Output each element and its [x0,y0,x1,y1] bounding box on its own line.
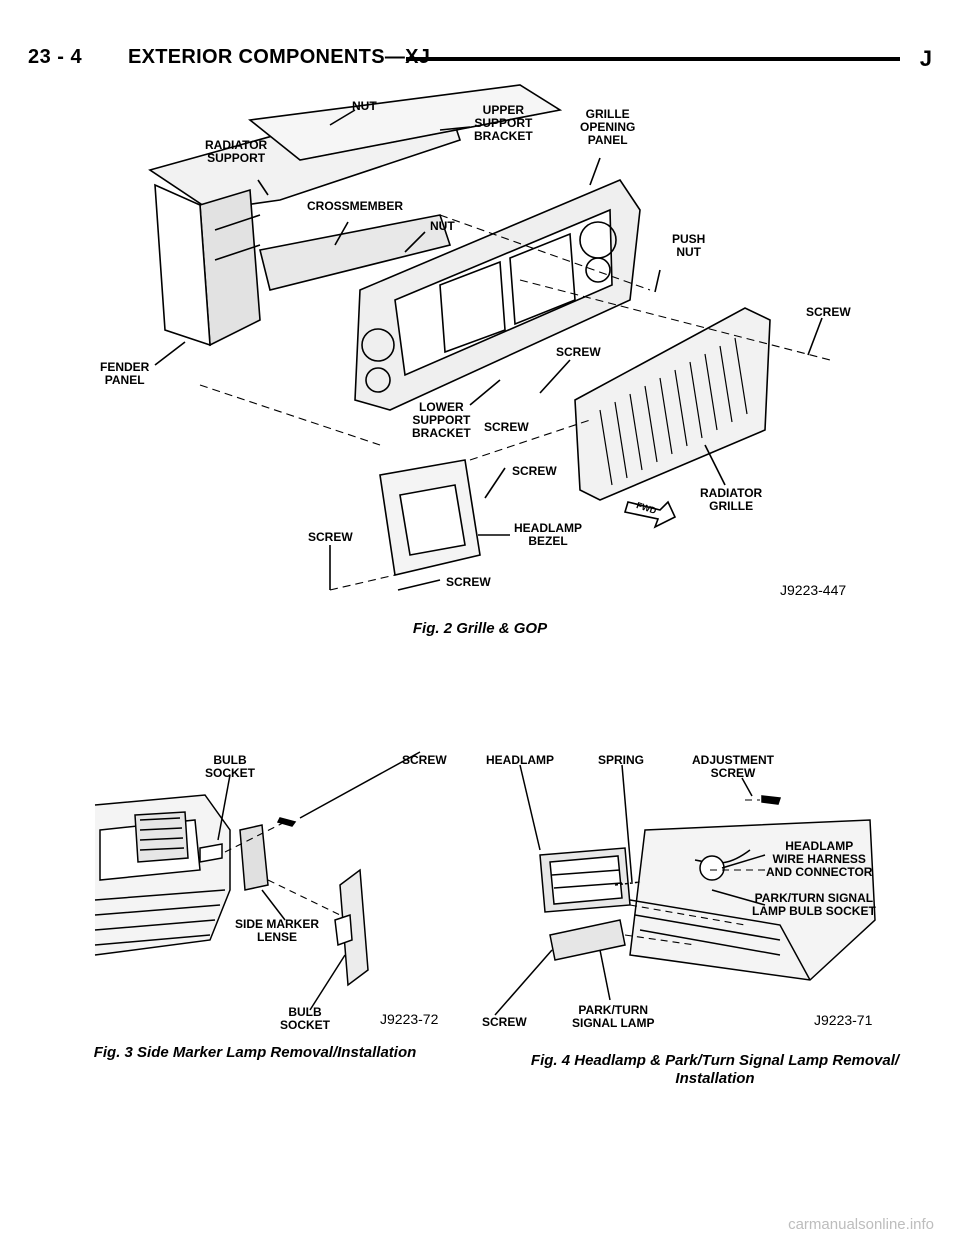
headlamp-illustration [494,764,876,1016]
label-headlamp-bezel: HEADLAMP BEZEL [514,521,582,548]
label-bulb-socket-top: BULB SOCKET [205,753,256,780]
page-header: 23 - 4 EXTERIOR COMPONENTS—XJ J [28,44,932,74]
side-marker-illustration [94,751,421,1011]
label-crossmember: CROSSMEMBER [307,199,404,213]
label-screw-bezel: SCREW [512,464,557,478]
figure-caption: Fig. 4 Headlamp & Park/Turn Signal Lamp … [530,1052,900,1087]
label-park-turn-bulb-socket: PARK/TURN SIGNAL LAMP BULB SOCKET [752,891,876,918]
page-number: 23 - 4 [28,46,83,68]
label-grille-opening-panel: GRILLE OPENING PANEL [580,107,636,147]
label-screw: SCREW [402,753,447,767]
label-upper-support-bracket: UPPER SUPPORT BRACKET [474,103,533,143]
label-screw-lower: SCREW [484,420,529,434]
grille-gop-illustration [148,84,831,591]
label-screw-bottom: SCREW [446,575,491,589]
label-side-marker-lense: SIDE MARKER LENSE [235,917,320,944]
header-rule [406,57,900,61]
label-headlamp-wire-harness: HEADLAMP WIRE HARNESS AND CONNECTOR [766,839,873,879]
figure-code: J9223-71 [814,1012,873,1028]
label-radiator-grille: RADIATOR GRILLE [700,486,763,513]
section-title: EXTERIOR COMPONENTS—XJ [128,46,431,68]
label-park-turn-signal-lamp: PARK/TURN SIGNAL LAMP [572,1003,655,1030]
label-nut-top: NUT [352,99,377,113]
figure-code: J9223-447 [780,582,847,598]
label-screw-right: SCREW [806,305,851,319]
figure-caption: Fig. 3 Side Marker Lamp Removal/Installa… [93,1044,417,1061]
label-headlamp: HEADLAMP [486,753,554,767]
figure-headlamp-park-turn: HEADLAMP SPRING ADJUSTMENT SCREW HEADLAM… [480,740,960,1100]
watermark: carmanualsonline.info [788,1216,934,1233]
label-fender-panel: FENDER PANEL [100,360,150,387]
label-spring: SPRING [598,753,645,767]
label-screw-center: SCREW [556,345,601,359]
label-bulb-socket-bottom: BULB SOCKET [280,1005,331,1032]
model-letter: J [919,46,932,71]
figure-grille-gop: NUT UPPER SUPPORT BRACKET GRILLE OPENING… [100,84,851,637]
figure-caption: Fig. 2 Grille & GOP [412,620,548,637]
label-adjustment-screw: ADJUSTMENT SCREW [692,753,775,780]
figure-side-marker-lamp: BULB SOCKET SCREW SIDE MARKER LENSE BULB… [0,740,480,1070]
label-screw: SCREW [482,1015,527,1029]
label-nut-mid: NUT [430,219,455,233]
label-lower-support-bracket: LOWER SUPPORT BRACKET [412,400,471,440]
label-push-nut: PUSH NUT [672,232,706,259]
label-radiator-support: RADIATOR SUPPORT [205,138,268,165]
label-screw-left: SCREW [308,530,353,544]
figure-code: J9223-72 [380,1011,439,1027]
